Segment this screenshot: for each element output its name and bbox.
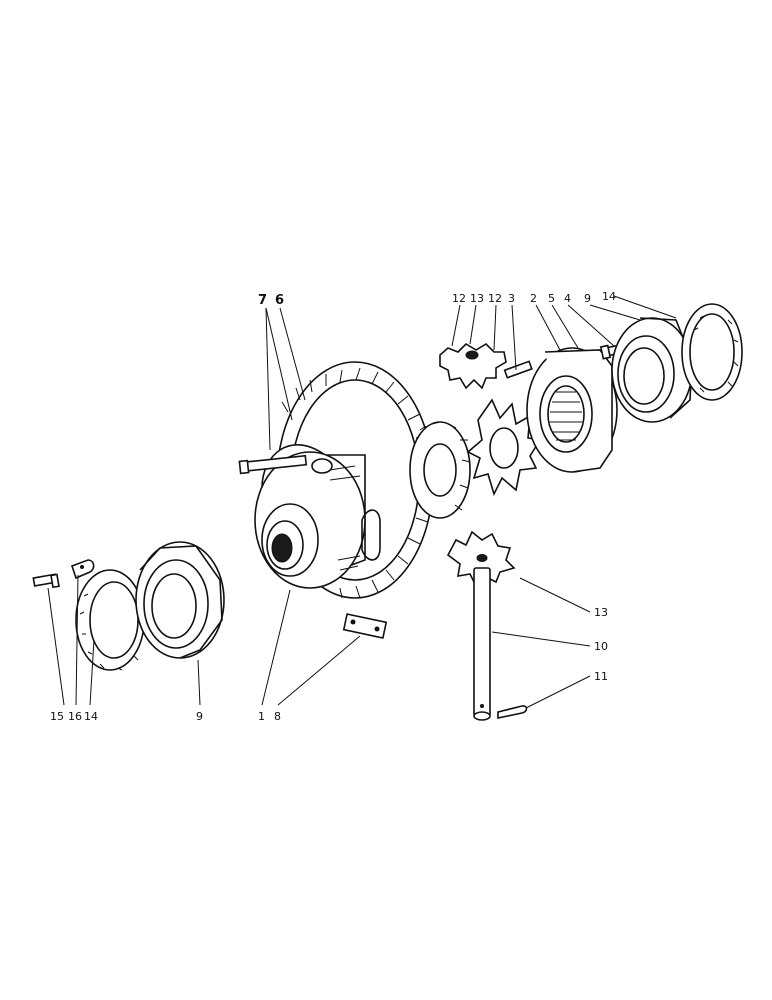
ball-bearing-left [135, 541, 225, 659]
side-gear-right [466, 398, 542, 497]
callout-4: 4 [564, 292, 571, 305]
pin-part-3 [503, 360, 533, 379]
callout-13-b: 13 [594, 606, 608, 619]
adjusting-ring-right [681, 303, 743, 401]
callout-14-a: 14 [602, 290, 616, 303]
pinion-gear-bottom [446, 530, 516, 588]
callout-3: 3 [508, 292, 515, 305]
pin-part-7 [238, 454, 308, 475]
ball-bearing-right [611, 317, 693, 423]
callout-14-b: 14 [84, 710, 98, 723]
callout-9-a: 9 [584, 292, 591, 305]
callout-7: 7 [258, 293, 267, 308]
callout-1: 1 [258, 710, 265, 723]
side-gear-left [409, 421, 471, 519]
cross-shaft-part-10 [473, 567, 491, 721]
callout-9-b: 9 [196, 710, 203, 723]
lock-tab-part-16 [70, 559, 95, 580]
bolt-part-15 [32, 573, 60, 589]
leader-lines [47, 295, 677, 709]
callout-11: 11 [594, 670, 608, 683]
callout-10: 10 [594, 640, 608, 653]
callout-5: 5 [548, 292, 555, 305]
callout-13-a: 13 [470, 292, 484, 305]
pinion-gear-top [439, 342, 507, 390]
callout-12-a: 12 [452, 292, 466, 305]
callout-2: 2 [530, 292, 537, 305]
callout-12-b: 12 [488, 292, 502, 305]
split-pin-part-11 [497, 705, 528, 719]
callout-16: 16 [68, 710, 82, 723]
bearing-cap-right [526, 347, 618, 473]
lock-plate-part-8 [342, 613, 388, 639]
adjusting-ring-left [75, 569, 145, 671]
differential-case [254, 444, 381, 589]
callout-6: 6 [275, 293, 284, 308]
callout-8: 8 [274, 710, 281, 723]
callout-15: 15 [50, 710, 64, 723]
